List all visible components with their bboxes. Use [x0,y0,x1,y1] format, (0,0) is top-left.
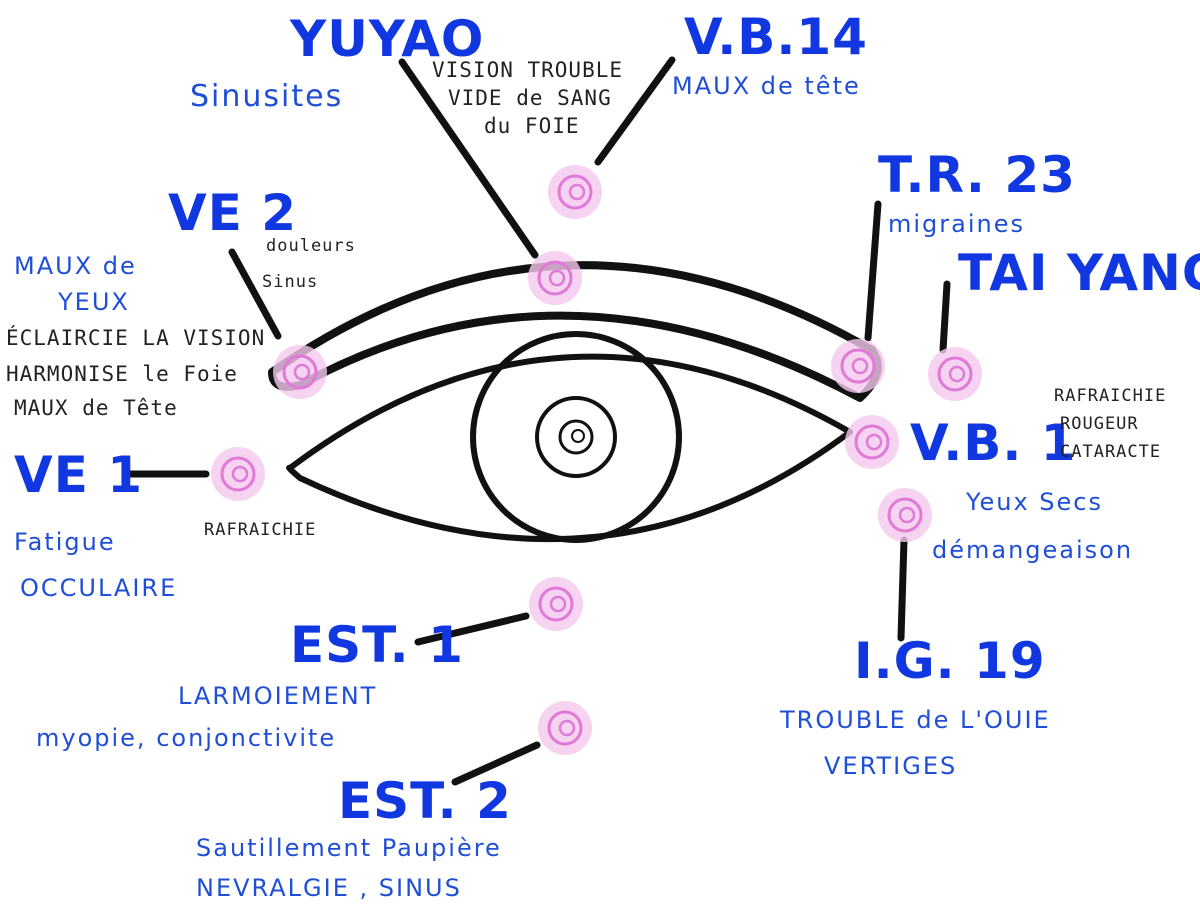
leader-ve2 [228,248,282,340]
leader-yuyao [398,58,539,259]
acupressure-points [211,165,982,755]
label-taiyang: TAI YANG [958,244,1200,302]
leader-tr23 [864,200,882,342]
leader-ig19 [897,536,908,642]
leader-taiyang [939,280,951,354]
desc-ve2-1: MAUX de [14,252,137,280]
point-ve2 [273,345,327,399]
desc-tr23: migraines [888,210,1026,238]
point-ig19 [878,488,932,542]
label-ve1: VE 1 [14,446,144,504]
note-ve2-3: MAUX de Tête [14,396,178,420]
desc-vb1-2: démangeaison [932,536,1134,564]
leader-est1 [414,612,530,646]
label-vb14: V.B.14 [684,8,868,66]
desc-ve1-2: OCCULAIRE [20,574,178,602]
desc-est1-1: LARMOIEMENT [178,682,378,710]
note-ve2-1: ÉCLAIRCIE LA VISION [6,326,266,350]
side-note-ve2-2: Sinus [262,272,319,292]
eye-outline [286,353,853,543]
desc-ve1-1: Fatigue [14,528,116,556]
desc-ve2-2: YEUX [58,288,130,316]
point-taiyang [928,347,982,401]
side-note-ve2-1: douleurs [266,236,356,256]
desc-vb1-1: Yeux Secs [966,488,1103,516]
desc-yuyao: Sinusites [190,79,344,114]
desc-ig19-2: VERTIGES [824,752,958,780]
note-vb1-2: ROUGEUR [1060,414,1139,434]
desc-est2-2: NEVRALGIE , SINUS [196,874,462,902]
desc-est2-1: Sautillement Paupière [196,834,502,862]
note-yuyao-3: du FOIE [484,114,580,138]
point-tr23 [831,339,885,393]
pupil-outer [535,396,617,478]
desc-vb14: MAUX de tête [672,72,861,100]
note-yuyao-1: VISION TROUBLE [432,58,624,82]
label-est2: EST. 2 [338,772,512,830]
label-yuyao: YUYAO [290,10,485,68]
iris [470,331,682,543]
label-est1: EST. 1 [290,616,464,674]
note-ve1: RAFRAICHIE [204,520,317,540]
leader-vb14 [594,56,676,166]
point-yuyao [528,251,582,305]
note-yuyao-2: VIDE de SANG [448,86,612,110]
pupil-core [571,429,585,443]
desc-est1-2: myopie, conjonctivite [36,724,337,752]
point-vb14 [548,165,602,219]
pupil-inner [558,419,594,455]
label-ve2: VE 2 [168,184,298,242]
note-vb1-1: RAFRAICHIE [1054,386,1167,406]
point-vb1 [845,415,899,469]
desc-ig19-1: TROUBLE de L'OUIE [780,706,1051,734]
label-vb1: V.B. 1 [910,414,1077,472]
point-est1 [529,577,583,631]
note-vb1-3: CATARACTE [1060,442,1162,462]
leader-est2 [451,741,541,786]
point-est2 [538,701,592,755]
label-ig19: I.G. 19 [854,632,1046,690]
label-tr23: T.R. 23 [878,146,1076,204]
note-ve2-2: HARMONISE le Foie [6,362,238,386]
point-ve1 [211,447,265,501]
